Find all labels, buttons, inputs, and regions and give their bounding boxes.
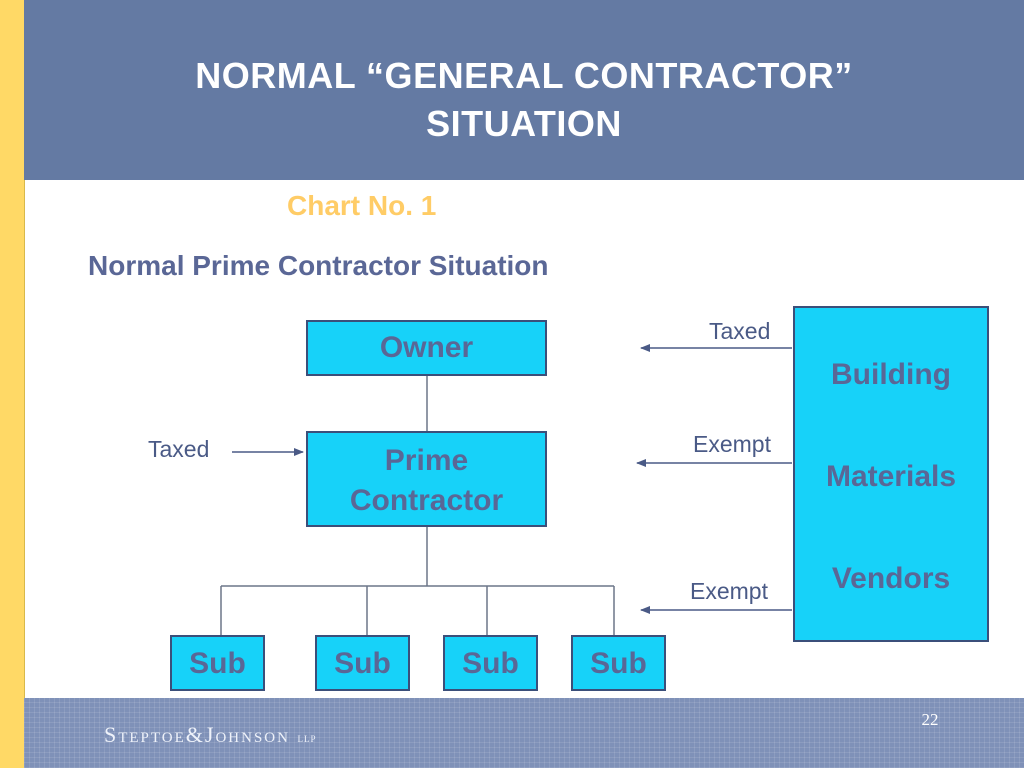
slide-title-line2: SITUATION — [426, 103, 622, 144]
chart-number: Chart No. 1 — [287, 190, 437, 221]
sub-box-4: Sub — [571, 635, 666, 691]
footer-band — [24, 698, 1024, 768]
vendors-line2: Materials — [825, 460, 957, 493]
sub-box-1: Sub — [170, 635, 265, 691]
building-materials-vendors-box: Building Materials Vendors — [793, 306, 989, 642]
owner-box: Owner — [306, 320, 547, 376]
prime-label-line2: Contractor — [349, 484, 504, 517]
sub-box-3: Sub — [443, 635, 538, 691]
chart-subtitle: Normal Prime Contractor Situation — [88, 250, 549, 281]
logo-suffix-text: LLP — [297, 734, 317, 744]
label-exempt-prime: Exempt — [693, 431, 771, 457]
logo-main-text: Steptoe&Johnson — [104, 722, 290, 747]
page-number: 22 — [921, 710, 939, 729]
sub-label: Sub — [590, 647, 647, 680]
slide-title-line1: NORMAL “GENERAL CONTRACTOR” — [195, 55, 853, 96]
owner-label: Owner — [379, 331, 474, 364]
steptoe-johnson-logo: Steptoe&Johnson LLP — [104, 722, 316, 748]
label-exempt-subs: Exempt — [690, 578, 768, 604]
sub-label: Sub — [462, 647, 519, 680]
label-taxed-owner: Taxed — [709, 318, 771, 344]
vendors-line3: Vendors — [831, 562, 951, 595]
slide-title: NORMAL “GENERAL CONTRACTOR” SITUATION — [24, 52, 1024, 148]
label-taxed-left: Taxed — [148, 436, 210, 462]
prime-contractor-box: Prime Contractor — [306, 431, 547, 527]
sub-label: Sub — [189, 647, 246, 680]
left-accent-stripe — [0, 0, 25, 768]
sub-label: Sub — [334, 647, 391, 680]
header-band — [24, 0, 1024, 180]
vendors-line1: Building — [831, 358, 951, 391]
sub-box-2: Sub — [315, 635, 410, 691]
prime-label-line1: Prime — [384, 444, 469, 477]
